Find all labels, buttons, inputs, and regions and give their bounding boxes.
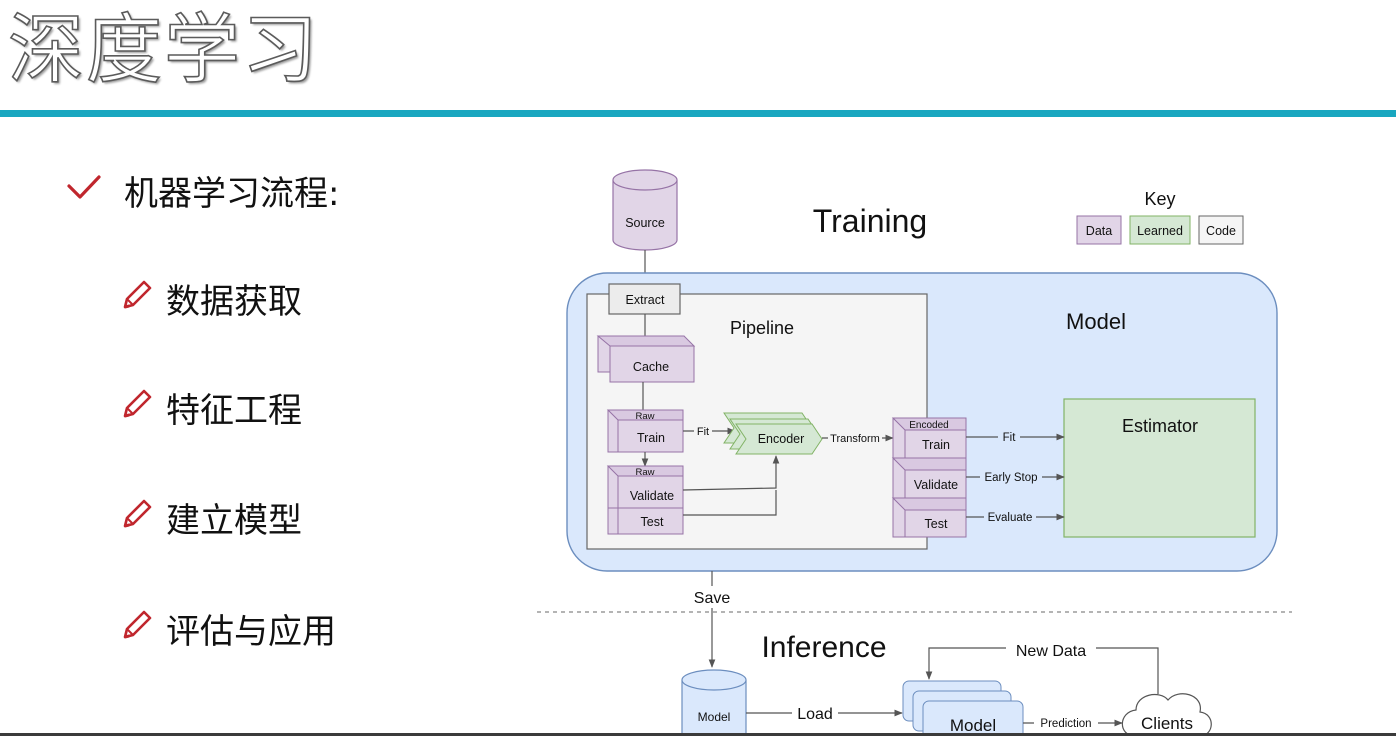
early-stop-bg [980, 470, 1042, 484]
key-learned-label: Learned [1137, 224, 1183, 238]
estimator-label: Estimator [1122, 416, 1198, 436]
clients-cloud: Clients [1121, 693, 1212, 736]
load-label: Load [797, 706, 833, 723]
inference-title: Inference [761, 631, 886, 664]
validate-to-encoder-arrow [682, 455, 780, 491]
model-store-database: Model [681, 669, 747, 736]
evaluate-bg [984, 510, 1036, 524]
pencil-icon [118, 278, 154, 318]
step-item: 特征工程 [118, 385, 302, 431]
encoded-validate-box: Validate [891, 457, 967, 499]
prediction-label: Prediction [1040, 718, 1091, 730]
estimator-box [1063, 398, 1256, 538]
fit-arrow-bg [998, 430, 1020, 444]
encoded-train-box: Encoded Train [891, 417, 967, 459]
step-item: 数据获取 [118, 276, 302, 322]
encoder-label: Encoder [758, 432, 805, 446]
pipeline-label: Pipeline [730, 318, 794, 338]
step-text: 特征工程 [166, 390, 302, 431]
raw-train-tag: Raw [635, 411, 654, 422]
key-learned-swatch [1129, 215, 1191, 245]
transform-label: Transform [830, 433, 880, 445]
transform-bg [828, 431, 882, 445]
encoded-train-label: Train [922, 438, 950, 452]
inference-model-stack: Model [902, 680, 1024, 736]
step-text: 数据获取 [166, 281, 302, 322]
step-text: 建立模型 [166, 500, 302, 541]
step-text: 评估与应用 [166, 611, 336, 652]
extract-box [608, 283, 681, 315]
raw-validate-label: Validate [630, 489, 674, 503]
cache-box: Cache [596, 335, 696, 383]
test-to-encoder-line [683, 490, 777, 516]
evaluate-label: Evaluate [988, 512, 1033, 524]
training-title: Training [813, 203, 927, 239]
inference-model-label: Model [950, 716, 996, 735]
check-icon [66, 173, 102, 207]
encoded-test-box: Test [891, 497, 967, 538]
clients-label: Clients [1141, 714, 1193, 733]
early-stop-label: Early Stop [984, 472, 1037, 484]
load-bg [792, 704, 838, 722]
main-bullet: 机器学习流程: [66, 168, 340, 214]
raw-fit-label: Fit [697, 426, 709, 438]
save-bg [688, 586, 738, 608]
raw-validate-box: Raw Validate [606, 465, 684, 509]
step-item: 建立模型 [118, 495, 302, 541]
title-divider [0, 110, 1396, 117]
pencil-icon [118, 387, 154, 427]
raw-fit-bg [694, 424, 712, 438]
slide-title: 深度学习 [7, 4, 320, 95]
key-data-swatch [1076, 215, 1122, 245]
encoded-train-tag: Encoded [909, 420, 948, 431]
pencil-icon [118, 497, 154, 537]
key-title: Key [1144, 189, 1175, 209]
encoded-test-label: Test [925, 517, 948, 531]
raw-test-label: Test [641, 515, 664, 529]
save-label: Save [694, 590, 731, 607]
main-bullet-text: 机器学习流程: [124, 173, 340, 214]
fit-arrow-label: Fit [1003, 432, 1017, 444]
encoded-validate-label: Validate [914, 478, 958, 492]
extract-label: Extract [626, 293, 665, 307]
key-code-swatch [1198, 215, 1244, 245]
raw-train-box: Raw Train [606, 409, 684, 453]
model-store-label: Model [698, 710, 731, 724]
raw-test-box: Test [607, 507, 684, 535]
prediction-bg [1034, 716, 1098, 730]
key-code-label: Code [1206, 224, 1236, 238]
new-data-bg [1006, 640, 1096, 660]
raw-train-label: Train [637, 431, 665, 445]
encoder-shape: Encoder [723, 412, 823, 455]
cache-label: Cache [633, 360, 669, 374]
raw-validate-tag: Raw [635, 467, 654, 478]
source-database: Source [612, 169, 678, 251]
source-label: Source [625, 216, 665, 230]
pencil-icon [118, 608, 154, 648]
bottom-edge-bar [0, 733, 1396, 736]
model-label: Model [1066, 309, 1126, 334]
step-item: 评估与应用 [118, 606, 336, 652]
new-data-label: New Data [1016, 643, 1086, 660]
key-data-label: Data [1086, 224, 1112, 238]
